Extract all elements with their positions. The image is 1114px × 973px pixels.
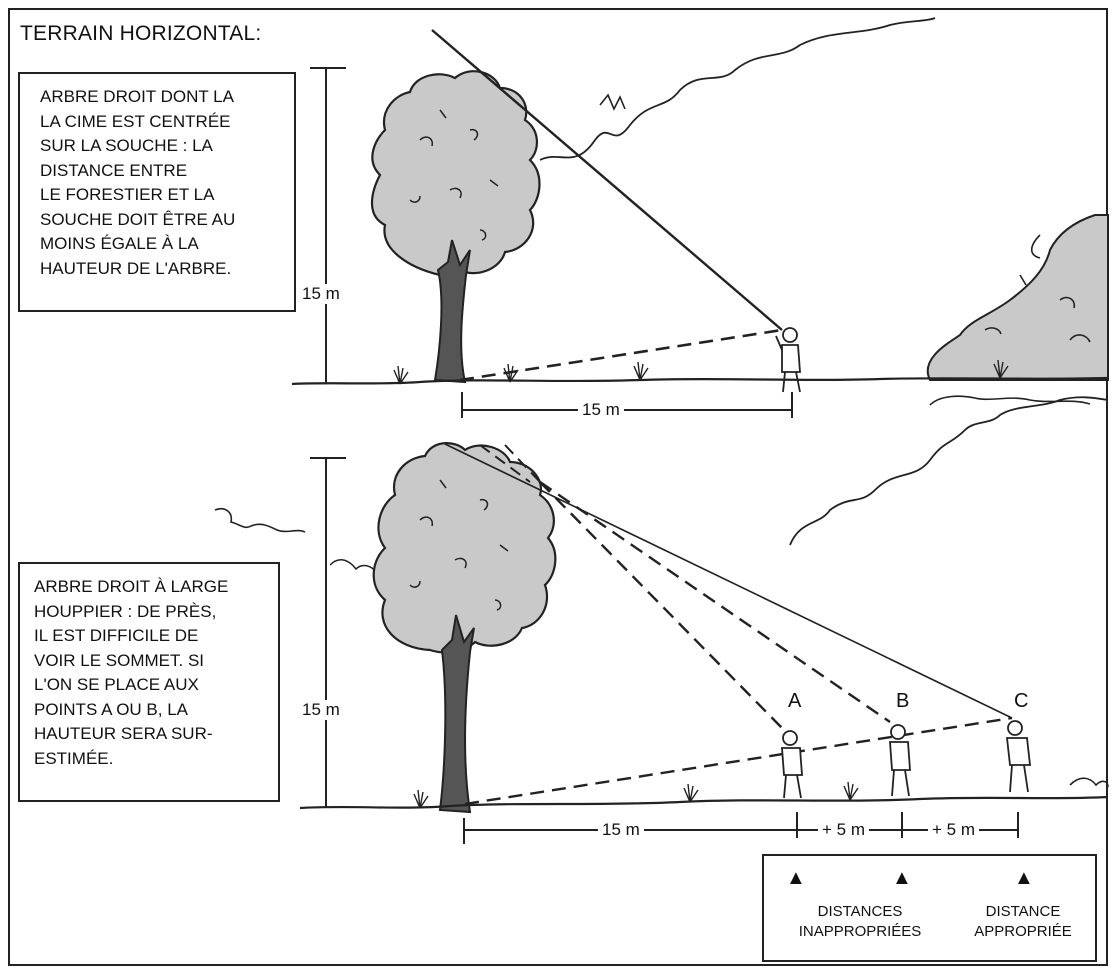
box1-line: HAUTEUR DE L'ARBRE.	[40, 258, 232, 278]
box2-line: HOUPPIER : DE PRÈS,	[34, 601, 217, 621]
legend-appropriate-line2: APPROPRIÉE	[974, 923, 1072, 940]
distance-label-1: 15 m	[578, 400, 624, 420]
box2-line: POINTS A OU B, LA	[34, 699, 188, 719]
box2-line: HAUTEUR SERA SUR-	[34, 724, 213, 743]
box2-line: IL EST DIFFICILE DE	[34, 626, 199, 645]
page-title: TERRAIN HORIZONTAL:	[20, 22, 262, 45]
triangle-marker-icon: ▲	[786, 867, 806, 889]
box2-line: ESTIMÉE.	[34, 748, 114, 768]
legend-appropriate: DISTANCE APPROPRIÉE	[960, 902, 1086, 942]
hedge-line	[539, 17, 936, 161]
triangle-marker-icon: ▲	[1014, 867, 1034, 889]
box1-line: SUR LA SOUCHE : LA	[40, 136, 213, 155]
sight-line-base-1	[459, 328, 783, 382]
forester-B	[889, 724, 911, 797]
distance-label-2: 15 m	[598, 820, 644, 840]
tree-1-trunk	[433, 239, 471, 384]
point-label-b: B	[896, 690, 910, 712]
ground-2	[299, 795, 1109, 810]
sight-line-top-1	[431, 29, 783, 331]
box1-line: SOUCHE DOIT ÊTRE AU	[40, 209, 236, 229]
forester-C	[1005, 720, 1032, 793]
legend: ▲ ▲ ▲ DISTANCES INAPPROPRIÉES DISTANCE A…	[762, 854, 1097, 962]
tree-1-crown	[370, 70, 541, 280]
hedge-line-2	[789, 396, 1109, 546]
height-label-2: 15 m	[298, 700, 344, 720]
tree-2-crown	[372, 442, 557, 654]
triangle-marker-icon: ▲	[892, 867, 912, 889]
box1-line: LE FORESTIER ET LA	[40, 185, 215, 204]
box2-line: ARBRE DROIT À LARGE	[34, 577, 229, 596]
forester-A	[781, 730, 803, 799]
box2-line: L'ON SE PLACE AUX	[34, 675, 199, 694]
box1-line: ARBRE DROIT DONT LA	[40, 87, 234, 106]
point-label-c: C	[1014, 690, 1029, 712]
box1-line: MOINS ÉGALE À LA	[40, 234, 199, 253]
shrub-1	[926, 214, 1109, 381]
forester-1	[775, 327, 801, 393]
legend-appropriate-line1: DISTANCE	[985, 903, 1061, 920]
explanation-box-1: ARBRE DROIT DONT LA LA CIME EST CENTRÉE …	[18, 72, 296, 312]
box1-line: DISTANCE ENTRE	[40, 160, 188, 180]
legend-inappropriate: DISTANCES INAPPROPRIÉES	[780, 902, 940, 942]
tree-2-trunk	[438, 614, 475, 814]
point-label-a: A	[788, 690, 802, 712]
diagram-frame	[8, 8, 1108, 966]
legend-inappropriate-line1: DISTANCES	[817, 903, 903, 920]
height-label-1: 15 m	[298, 284, 344, 304]
legend-inappropriate-line2: INAPPROPRIÉES	[798, 923, 922, 940]
extra-distance-label-b: + 5 m	[928, 820, 979, 840]
box1-line: LA CIME EST CENTRÉE	[40, 111, 231, 131]
explanation-box-2: ARBRE DROIT À LARGE HOUPPIER : DE PRÈS, …	[18, 562, 280, 802]
box2-line: VOIR LE SOMMET. SI	[34, 650, 205, 670]
extra-distance-label-a: + 5 m	[818, 820, 869, 840]
